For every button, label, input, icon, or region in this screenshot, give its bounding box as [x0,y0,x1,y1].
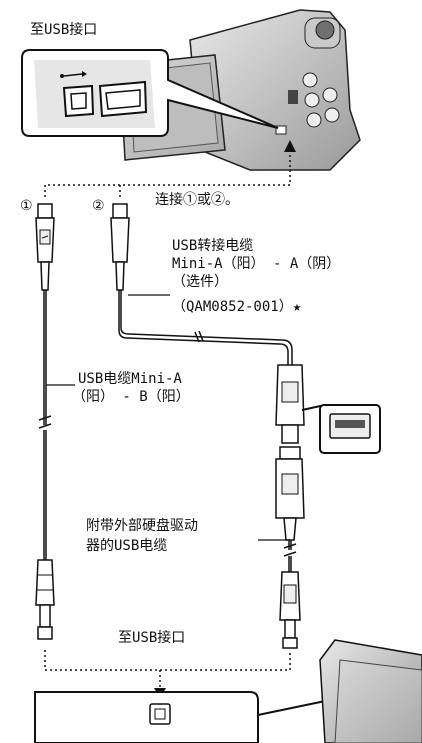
bottom-usb-port-label: 至USB接口 [118,630,186,646]
hdd-device-illustration [34,639,422,743]
hdd-usb-cable [275,446,305,649]
adapter-label-line3: （选件） [172,274,228,290]
adapter-label-line1: USB转接电缆 [172,238,254,254]
usb-cable-label-line1: USB电缆Mini-A [78,371,182,387]
hdd-cable-label-line1: 附带外部硬盘驱动 [86,518,198,534]
usb-port-callout [301,404,381,454]
connection-paths [44,155,291,690]
marker-2: ② [92,198,105,214]
adapter-label-line2: Mini-A（阳） - A（阴） [172,256,341,272]
arrow-up-icon [284,140,296,152]
usb-cable-1 [35,203,55,640]
marker-1: ① [20,198,33,214]
connect-instruction: 连接①或②。 [155,192,239,208]
port-zoom-callout [21,49,279,137]
hdd-cable-label-line2: 器的USB电缆 [86,538,168,554]
adapter-label-line4: （QAM0852-001）★ [172,299,302,315]
usb-adapter-cable-2 [110,203,305,444]
top-usb-port-label: 至USB接口 [30,22,98,38]
leader-lines [46,294,290,541]
usb-icon [60,71,87,78]
usb-cable-label-line2: （阳） - B（阳） [72,389,190,405]
